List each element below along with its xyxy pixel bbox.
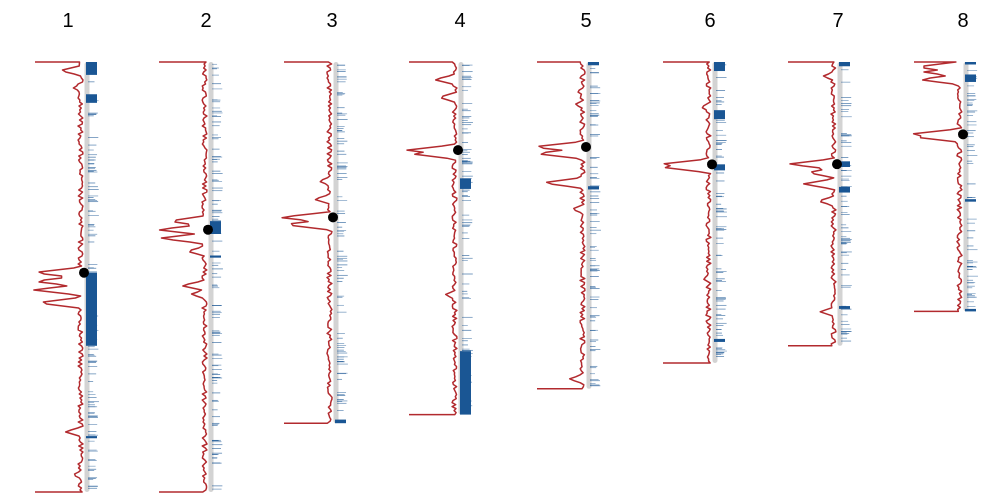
chromosome-label: 6 [704, 10, 715, 32]
chromosome-bar [837, 62, 843, 346]
profile-line [663, 61, 712, 364]
marker-block [210, 221, 221, 234]
marker-block [839, 62, 850, 67]
marker-block [714, 338, 725, 342]
chromosome-6: 6 [663, 10, 727, 364]
centromere-dot [453, 145, 463, 156]
chromosome-bar [963, 62, 969, 312]
marker-block [965, 74, 976, 82]
marker-block [210, 255, 221, 258]
profile-line [158, 61, 208, 493]
chromosome-8: 8 [912, 10, 978, 313]
chromosome-label: 5 [580, 10, 591, 32]
profile-line [912, 61, 963, 313]
marker-block [839, 161, 850, 168]
centromere-dot [832, 159, 842, 170]
chromosome-2: 2 [158, 10, 223, 493]
chromosome-1: 1 [33, 10, 99, 493]
chromosome-5: 5 [537, 10, 601, 390]
profile-line [406, 61, 458, 416]
profile-line [281, 61, 333, 424]
chromosome-7: 7 [788, 10, 852, 347]
chromosome-4: 4 [406, 10, 473, 416]
marker-block [86, 272, 97, 346]
centromere-dot [958, 129, 968, 140]
marker-block [460, 351, 471, 415]
marker-block [86, 436, 97, 439]
marker-block [965, 62, 976, 65]
marker-block [86, 94, 97, 103]
marker-block [839, 186, 850, 193]
centromere-dot [328, 212, 338, 223]
profile-line [33, 61, 84, 493]
marker-block [588, 62, 599, 66]
centromere-dot [203, 224, 213, 235]
chromosome-3: 3 [281, 10, 348, 424]
chromosome-bar [208, 62, 214, 492]
marker-block [335, 419, 346, 424]
marker-block [965, 199, 976, 202]
marker-block [714, 110, 725, 120]
marker-block [965, 308, 976, 312]
centromere-dot [79, 267, 89, 278]
marker-block [460, 178, 471, 189]
chromosome-label: 8 [957, 10, 968, 32]
chromosome-bar [333, 62, 339, 424]
marker-block [86, 62, 97, 75]
marker-block [839, 306, 850, 309]
chromosome-label: 4 [454, 10, 465, 32]
chromosome-label: 1 [62, 10, 73, 32]
centromere-dot [581, 141, 591, 152]
chromosome-label: 7 [832, 10, 843, 32]
chromosome-bar [712, 62, 718, 363]
marker-block [714, 164, 725, 171]
marker-block [714, 62, 725, 72]
centromere-dot [707, 159, 717, 170]
chromosome-label: 2 [200, 10, 211, 32]
profile-line [788, 61, 837, 347]
profile-line [537, 61, 586, 390]
marker-block [588, 186, 599, 190]
chromosome-label: 3 [326, 10, 337, 32]
